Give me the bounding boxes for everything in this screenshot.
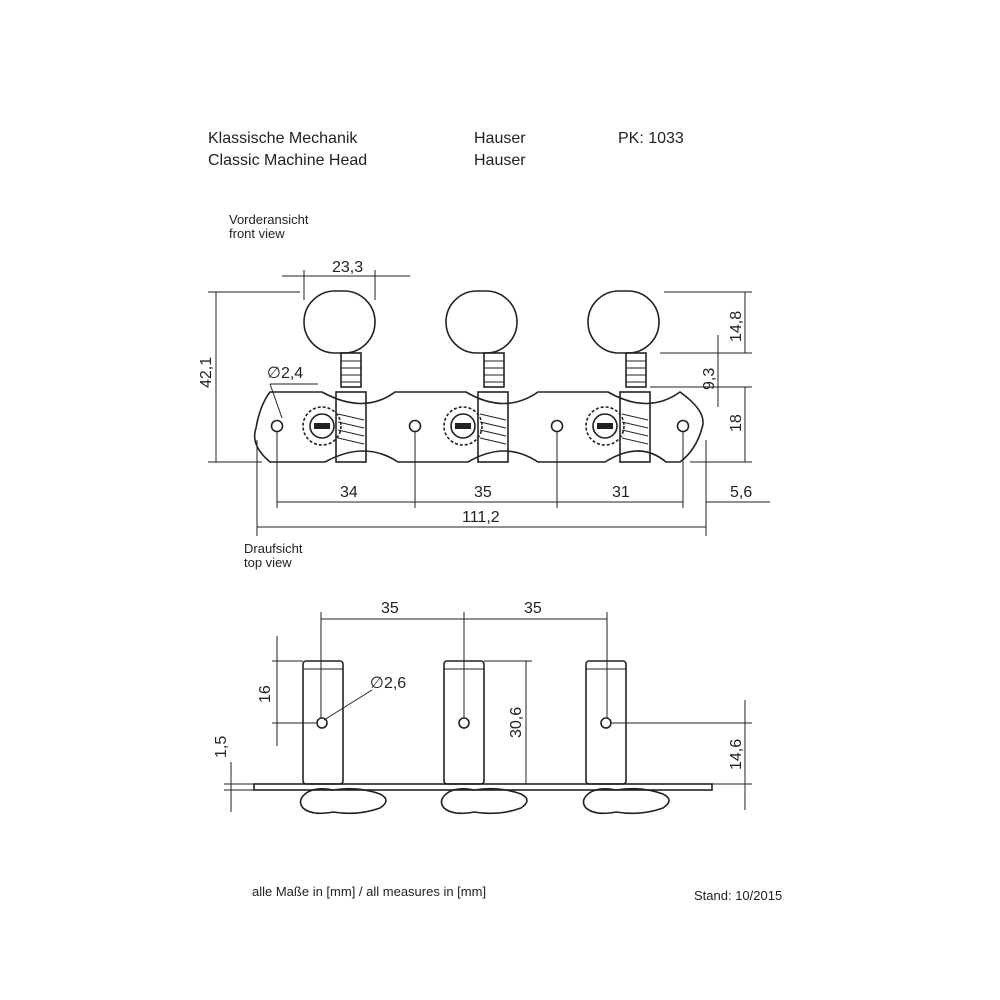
units-note: alle Maße in [mm] / all measures in [mm] [252,884,487,899]
knob-side-3 [582,787,670,815]
knob [587,290,660,354]
dim-roller-top: 16 [257,685,274,703]
dim-spacing-3: 31 [612,484,630,501]
worm-housing [477,391,509,463]
top-view-label-german: Draufsicht [244,541,303,556]
knob-side-1 [299,787,387,815]
gear-hub [309,413,335,439]
dim-hole-diameter-top: ∅2,6 [370,675,406,692]
post [625,352,647,388]
dim-roller-height: 30,6 [508,707,525,738]
front-tuner-1 [302,290,376,463]
front-view-label-english: front view [229,226,285,241]
mount-hole [408,419,422,433]
dim-hole-diameter-front: ∅2,4 [267,365,303,382]
knob [445,290,518,354]
front-mounting-holes [270,419,690,433]
revision-date: Stand: 10/2015 [694,888,783,903]
dim-spacing-2: 35 [474,484,492,501]
worm-housing [335,391,367,463]
gear-hub [450,413,476,439]
worm-housing [619,391,651,463]
top-knobs [299,787,670,815]
dim-top-spacing-1: 35 [381,600,399,617]
dim-total-length: 111,2 [462,509,500,526]
knob-side-2 [440,787,528,815]
gear-hub [592,413,618,439]
gear-wheel [443,406,483,446]
front-base-plate [253,391,704,463]
dim-hole-height: 14,6 [728,739,745,770]
string-hole [458,717,470,729]
part-number: PK: 1033 [618,130,684,147]
mount-hole [676,419,690,433]
dim-plate-height: 18 [728,414,745,432]
front-tuner-2 [443,290,518,463]
string-hole [316,717,328,729]
header-title: Klassische Mechanik Classic Machine Head [208,128,367,172]
mount-hole [270,419,284,433]
model-german: Hauser [474,130,526,147]
dim-plate-thickness: 1,5 [213,736,230,758]
dim-total-height: 42,1 [198,357,215,388]
gear-wheel [585,406,625,446]
screw-slot [314,423,330,429]
front-dimension-lines [208,270,770,536]
string-hole [600,717,612,729]
dim-spacing-1: 34 [340,484,358,501]
top-dimension-lines [224,612,752,812]
header-part-number: PK: 1033 [618,128,684,150]
title-german: Klassische Mechanik [208,130,358,147]
front-view-label-german: Vorderansicht [229,212,309,227]
dim-knob-width: 23,3 [332,259,363,276]
header-model: Hauser Hauser [474,128,526,172]
dim-top-spacing-2: 35 [524,600,542,617]
dim-edge-offset: 5,6 [730,484,752,501]
front-tuner-3 [585,290,660,463]
top-view-label-english: top view [244,555,292,570]
screw-slot [455,423,471,429]
dim-post-height: 9,3 [701,368,718,390]
post [483,352,505,388]
screw-slot [597,423,613,429]
title-english: Classic Machine Head [208,152,368,169]
gear-wheel [302,406,342,446]
knob [303,290,376,354]
dim-knob-height: 14,8 [728,311,745,342]
post [340,352,362,388]
model-english: Hauser [474,152,526,169]
mount-hole [550,419,564,433]
